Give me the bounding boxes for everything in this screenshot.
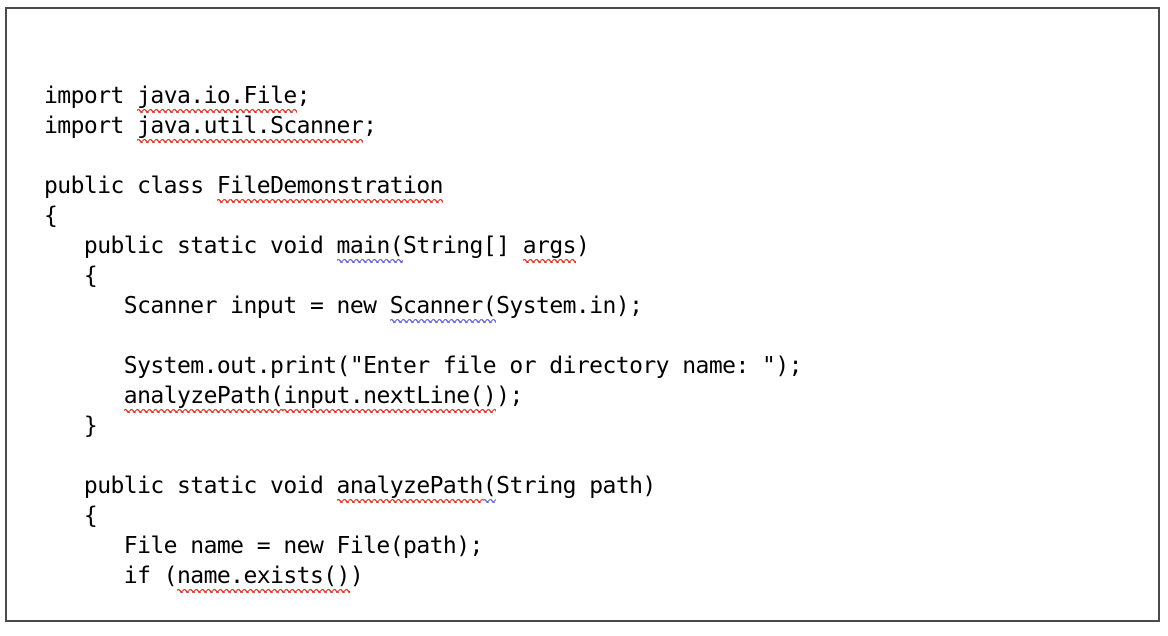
code-text: if ( [44,563,178,589]
code-text: ; [363,113,377,139]
code-text: { [44,263,98,289]
code-text: ) [575,233,590,259]
code-text: Scanner input = new [44,293,390,319]
code-line: { [44,261,802,291]
spellcheck-underline: args [522,233,576,263]
grammarcheck-underline: main( [336,233,404,263]
code-text: System.out.print("Enter file or director… [44,353,803,379]
grammarcheck-underline: Scanner( [389,293,497,323]
code-text: { [44,203,58,229]
code-line: import java.util.Scanner; [44,111,802,143]
code-text: } [44,413,98,439]
code-line: Scanner input = new Scanner(System.in); [44,291,802,323]
code-line [44,321,802,351]
code-line: public static void analyzePath(String pa… [44,471,802,503]
code-line [44,141,802,171]
spellcheck-underline: java.io.File [137,83,297,113]
code-line: { [44,501,802,531]
code-text: System.in); [496,293,643,319]
code-text: public static void [44,473,337,499]
code-text: { [44,503,98,529]
code-text: ) [349,563,364,589]
code-text: String[] [403,233,523,259]
spellcheck-underline: analyzePath [336,473,483,503]
spellcheck-underline: FileDemonstration [216,173,443,203]
code-line [44,441,802,471]
code-line: } [44,411,802,441]
code-text: String path) [496,473,656,499]
code-frame: import java.io.File;import java.util.Sca… [5,7,1160,622]
code-line: analyzePath(input.nextLine()); [44,381,802,413]
spellcheck-underline: analyzePath( [123,383,284,413]
code-text: import [44,83,138,109]
code-line: System.out.print("Enter file or director… [44,351,803,381]
code-line: public class FileDemonstration [44,171,802,203]
spellcheck-underline: java.util.Scanner [137,113,364,143]
code-line: public static void main(String[] args) [44,231,802,263]
code-line: { [44,201,802,231]
grammarcheck-underline: ( [482,473,497,503]
code-listing[interactable]: import java.io.File;import java.util.Sca… [44,81,803,593]
spellcheck-underline: name.exists() [176,563,350,593]
code-text: ; [296,83,311,109]
code-text: public class [44,173,217,199]
spellcheck-underline: input.nextLine() [283,383,497,413]
code-text: File name = new File(path); [44,533,484,559]
code-text: public static void [44,233,337,259]
code-line: File name = new File(path); [44,531,802,561]
code-text: ); [496,383,523,409]
code-text: import [44,113,138,139]
code-line: if (name.exists()) [44,561,802,593]
code-text [44,383,124,409]
code-line: import java.io.File; [44,81,802,113]
